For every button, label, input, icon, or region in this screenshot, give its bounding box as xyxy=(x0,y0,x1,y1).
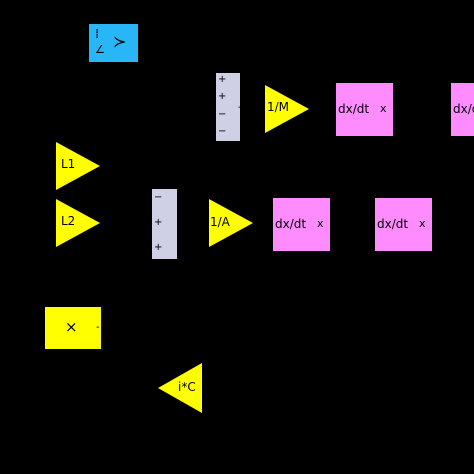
sum-top-sign-4: − xyxy=(218,126,227,137)
derivative-block-mid-2[interactable]: dx/dt x xyxy=(375,198,432,251)
gain-inv-m-label: 1/M xyxy=(267,100,290,114)
sum-block-mid[interactable]: − + + xyxy=(152,189,177,259)
gain-l2[interactable] xyxy=(55,198,101,248)
gain-l1[interactable] xyxy=(55,141,101,191)
derivative-mid-2-label: dx/dt xyxy=(377,217,409,231)
sum-mid-sign-1: − xyxy=(154,192,163,203)
derivative-top-1-label: dx/dt xyxy=(338,102,370,116)
derivative-block-top-2[interactable]: dx/d xyxy=(451,83,474,136)
mux-right-glyph: ≻ xyxy=(113,32,127,51)
sum-top-sign-3: − xyxy=(218,109,227,120)
product-symbol: × xyxy=(65,318,78,336)
derivative-block-mid-1[interactable]: dx/dt x xyxy=(273,198,330,251)
derivative-block-top-1[interactable]: dx/dt x xyxy=(336,83,393,136)
derivative-mid-1-label: dx/dt xyxy=(275,217,307,231)
product-output-port: - xyxy=(96,322,100,333)
mux-slash-glyph: ∠ xyxy=(95,43,105,56)
gain-inv-a[interactable] xyxy=(208,198,254,248)
sum-top-sign-1: + xyxy=(218,74,227,85)
gain-ic-label: i*C xyxy=(178,380,196,394)
sum-top-output-port: - xyxy=(238,102,242,113)
derivative-top-2-label: dx/d xyxy=(453,102,474,116)
sum-block-top[interactable]: + + − − - xyxy=(216,73,242,141)
derivative-mid-1-port: x xyxy=(317,217,324,230)
sum-mid-sign-2: + xyxy=(154,217,163,228)
mux-left-glyph: ⁞ xyxy=(95,27,100,42)
sum-top-sign-2: + xyxy=(218,91,227,102)
sum-mid-sign-3: + xyxy=(154,242,163,253)
gain-ic[interactable] xyxy=(157,362,203,414)
gain-inv-a-label: 1/A xyxy=(210,215,230,229)
mux-block[interactable]: ⁞ ≻ ∠ xyxy=(89,24,138,62)
derivative-top-1-port: x xyxy=(380,102,387,115)
gain-l1-label: L1 xyxy=(61,157,76,171)
gain-l2-label: L2 xyxy=(61,214,76,228)
product-block[interactable]: × - xyxy=(45,307,101,349)
gain-inv-m[interactable] xyxy=(264,84,310,134)
derivative-mid-2-port: x xyxy=(419,217,426,230)
